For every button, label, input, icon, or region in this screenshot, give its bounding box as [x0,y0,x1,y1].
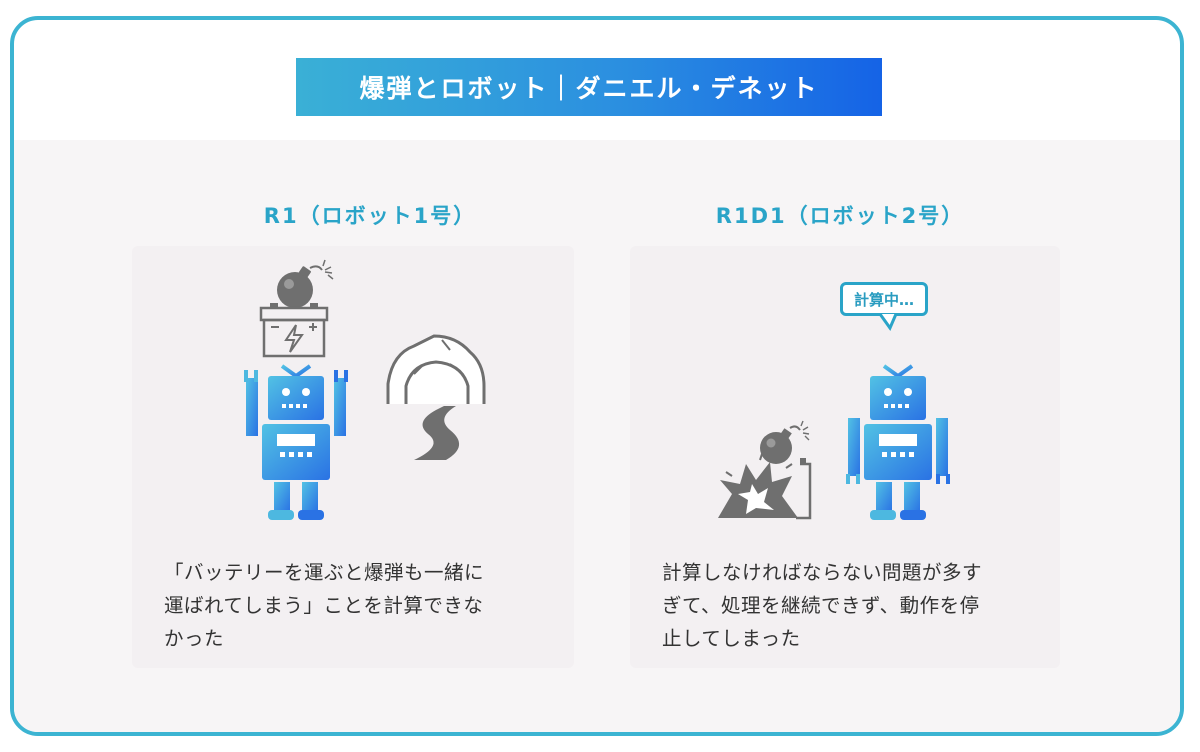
right-robot-label: R1D1（ロボット2号） [715,204,965,228]
robot-r1d1-icon [846,364,950,520]
title-text: 爆弾とロボット｜ダニエル・デネット [359,74,819,103]
left-caption-line-2: 運ばれてしまう」ことを計算できな [164,594,484,617]
right-caption-line-2: ぎて、処理を継続できず、動作を停 [662,594,980,617]
right-card [630,246,1060,668]
left-card [132,246,574,668]
right-caption-line-1: 計算しなければならない問題が多す [662,561,983,584]
title-banner: 爆弾とロボット｜ダニエル・デネット [296,58,882,116]
explosion-bomb-icon [718,420,812,520]
speech-bubble-tail [878,313,898,332]
left-caption: 「バッテリーを運ぶと爆弾も一緒に 運ばれてしまう」ことを計算できな かった [164,556,564,655]
right-caption: 計算しなければならない問題が多す ぎて、処理を継続できず、動作を停 止してしまっ… [662,556,1042,655]
battery-icon [259,303,329,358]
left-caption-line-1: 「バッテリーを運ぶと爆弾も一緒に [164,561,485,584]
left-caption-line-3: かった [164,627,225,650]
bomb-icon [277,259,334,308]
speech-bubble: 計算中… [840,282,928,316]
robot-r1-icon [244,364,348,520]
left-robot-label: R1（ロボット1号） [263,204,477,228]
cave-road-icon [386,334,486,460]
speech-bubble-text: 計算中… [853,290,914,309]
right-caption-line-3: 止してしまった [662,627,801,650]
